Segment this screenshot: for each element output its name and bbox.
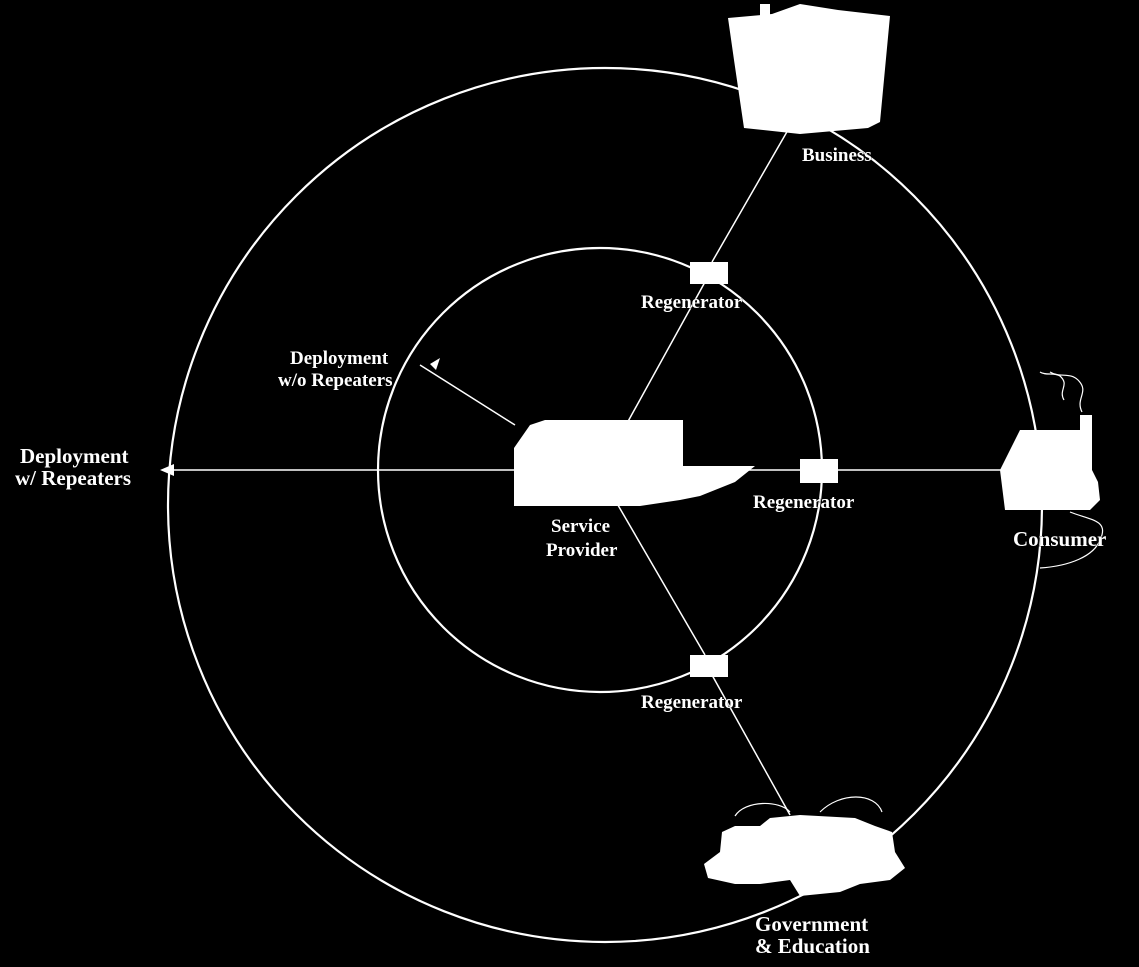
label-government-2: & Education: [755, 934, 870, 958]
link-sp-to-regen-bottom: [614, 499, 706, 656]
link-regen-bottom-to-government: [711, 674, 791, 816]
house-with-chimney-icon: [1000, 371, 1104, 569]
deploy-with-arrow: [160, 464, 515, 476]
regenerator-bottom-icon: [690, 655, 728, 677]
label-regenerator-right: Regenerator: [753, 492, 855, 513]
label-consumer: Consumer: [1013, 527, 1106, 551]
school-building-icon: [704, 796, 905, 896]
link-deploy-without-pointer: [419, 364, 516, 426]
label-service-provider-2: Provider: [546, 540, 618, 561]
label-deploy-without-1: Deployment: [290, 348, 389, 369]
label-deploy-without-2: w/o Repeaters: [278, 370, 393, 391]
deploy-without-arrow-icon: [430, 358, 440, 370]
label-deploy-with-2: w/ Repeaters: [15, 466, 131, 490]
regenerator-right-icon: [800, 459, 838, 483]
link-regen-top-to-business: [711, 129, 789, 263]
link-sp-to-regen-top: [614, 281, 706, 446]
label-deploy-with-1: Deployment: [20, 444, 129, 468]
office-building-icon: [728, 4, 890, 134]
label-business: Business: [802, 145, 872, 166]
label-service-provider-1: Service: [551, 516, 610, 537]
label-regenerator-top: Regenerator: [641, 292, 743, 313]
regenerator-top-icon: [690, 262, 728, 284]
label-government-1: Government: [755, 912, 868, 936]
label-regenerator-bottom: Regenerator: [641, 692, 743, 713]
central-office-icon: [514, 420, 755, 506]
